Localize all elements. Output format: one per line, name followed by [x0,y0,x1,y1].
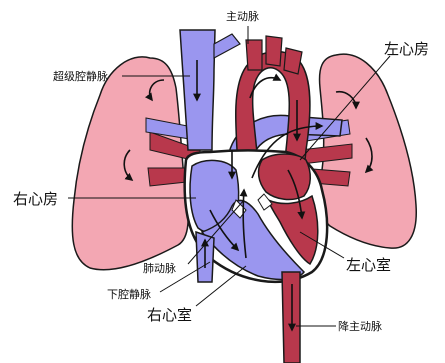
label-superior-vena-cava: 超级腔静脉 [53,69,108,83]
label-right-atrium: 右心房 [13,190,58,208]
label-aorta: 主动脉 [226,9,259,23]
left-atrium [259,154,311,199]
label-left-ventricle: 左心室 [346,256,391,274]
label-right-ventricle: 右心室 [147,306,192,324]
right-lung [72,57,188,270]
label-inferior-vena-cava: 下腔静脉 [107,287,151,301]
label-left-atrium: 左心房 [384,40,429,58]
descending-aorta [282,272,300,363]
label-pulmonary-vein: 肺动脉 [143,261,176,275]
label-descending-aorta: 降主动脉 [338,319,382,333]
